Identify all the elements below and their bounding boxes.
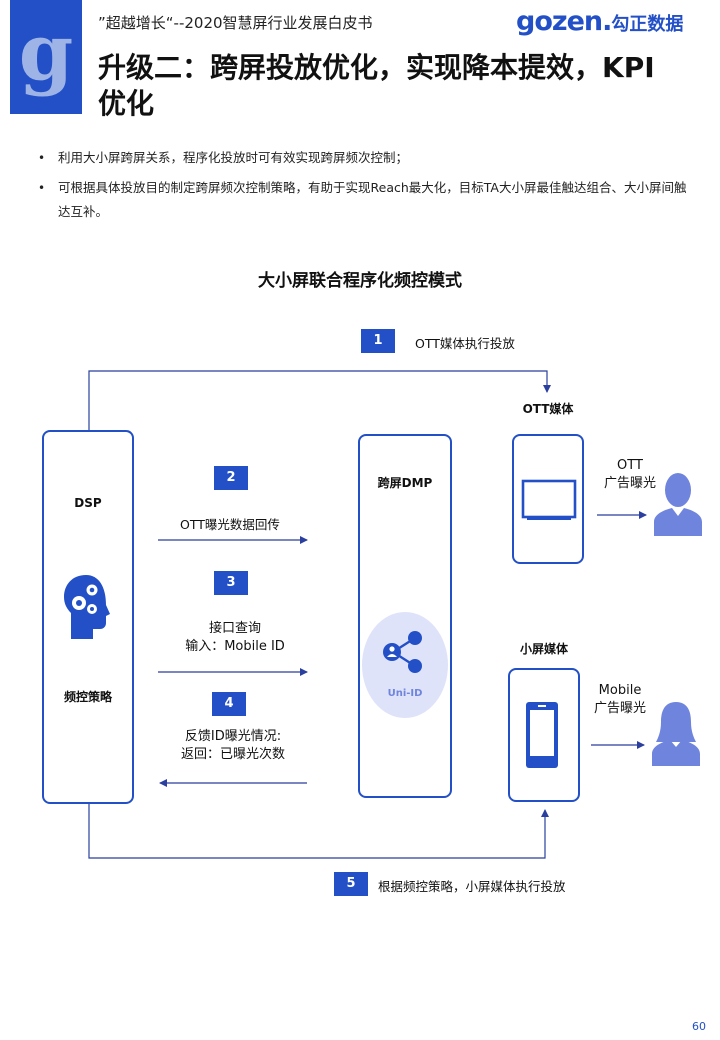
dmp-label: 跨屏DMP: [377, 476, 433, 490]
step-5-badge: 5: [334, 872, 368, 896]
step-1-badge: 1: [361, 329, 395, 353]
dsp-panel: [42, 430, 134, 804]
dsp-strategy-label: 频控策略: [63, 690, 112, 704]
share-network-icon: [383, 631, 422, 673]
female-person-icon: [652, 702, 700, 766]
logo-letter: g: [18, 7, 74, 98]
step-4-badge: 4: [212, 692, 246, 716]
head-gears-icon: [64, 575, 110, 639]
brand-logo: gozen.勾正数据: [516, 6, 684, 37]
logo-badge: g: [10, 0, 82, 114]
step-2-label: OTT曝光数据回传: [180, 517, 280, 532]
bullet-text: 利用大小屏跨屏关系，程序化投放时可有效实现跨屏频次控制；: [58, 150, 409, 165]
step-2-badge: 2: [214, 466, 248, 490]
phone-icon: [526, 702, 558, 768]
step-5-label: 根据频控策略，小屏媒体执行投放: [378, 879, 566, 894]
bullet-item: • 可根据具体投放目的制定跨屏频次控制策略，有助于实现Reach最大化，目标TA…: [38, 176, 688, 224]
tv-screen-icon: [521, 479, 577, 520]
dmp-panel: [358, 434, 452, 798]
mobile-exposure-line2: 广告曝光: [593, 701, 646, 716]
step-3-line1: 接口查询: [208, 621, 261, 636]
male-person-icon: [654, 473, 702, 536]
bullet-text: 可根据具体投放目的制定跨屏频次控制策略，有助于实现Reach最大化，目标TA大小…: [58, 180, 687, 219]
step-3-badge: 3: [214, 571, 248, 595]
bullet-item: • 利用大小屏跨屏关系，程序化投放时可有效实现跨屏频次控制；: [38, 146, 688, 170]
ott-exposure-line2: 广告曝光: [603, 476, 656, 491]
step-3-label: 接口查询 输入：Mobile ID: [150, 620, 320, 656]
diagram-title: 大小屏联合程序化频控模式: [258, 271, 462, 291]
document-subtitle: ”超越增长“--2020智慧屏行业发展白皮书: [98, 14, 373, 32]
step-4-line1: 反馈ID曝光情况:: [184, 729, 282, 744]
ott-media-label: OTT媒体: [522, 402, 574, 416]
bullet-list: • 利用大小屏跨屏关系，程序化投放时可有效实现跨屏频次控制； • 可根据具体投放…: [38, 146, 688, 230]
brand-chinese: 勾正数据: [611, 14, 684, 35]
step-4-label: 反馈ID曝光情况: 返回：已曝光次数: [148, 728, 318, 764]
mobile-exposure-line1: Mobile: [598, 683, 642, 698]
dsp-label: DSP: [74, 496, 102, 510]
small-screen-media-label: 小屏媒体: [519, 642, 568, 656]
flow-line-step1: [88, 370, 551, 430]
bullet-dot: •: [38, 151, 46, 165]
uniid-circle: [362, 612, 448, 718]
page-number: 60: [692, 1020, 706, 1033]
step-4-line2: 返回：已曝光次数: [180, 747, 285, 762]
step-3-line2: 输入：Mobile ID: [185, 639, 285, 654]
page-title: 升级二：跨屏投放优化，实现降本提效，KPI优化: [98, 51, 655, 120]
ott-exposure-line1: OTT: [617, 458, 643, 473]
step-1-label: OTT媒体执行投放: [415, 336, 515, 351]
bullet-dot: •: [38, 181, 46, 195]
mobile-exposure-label: Mobile 广告曝光: [586, 682, 654, 718]
uniid-label: Uni-ID: [387, 688, 423, 699]
brand-latin: gozen.: [516, 6, 612, 37]
flow-line-step5: [88, 804, 549, 859]
ott-exposure-label: OTT 广告曝光: [596, 457, 664, 493]
